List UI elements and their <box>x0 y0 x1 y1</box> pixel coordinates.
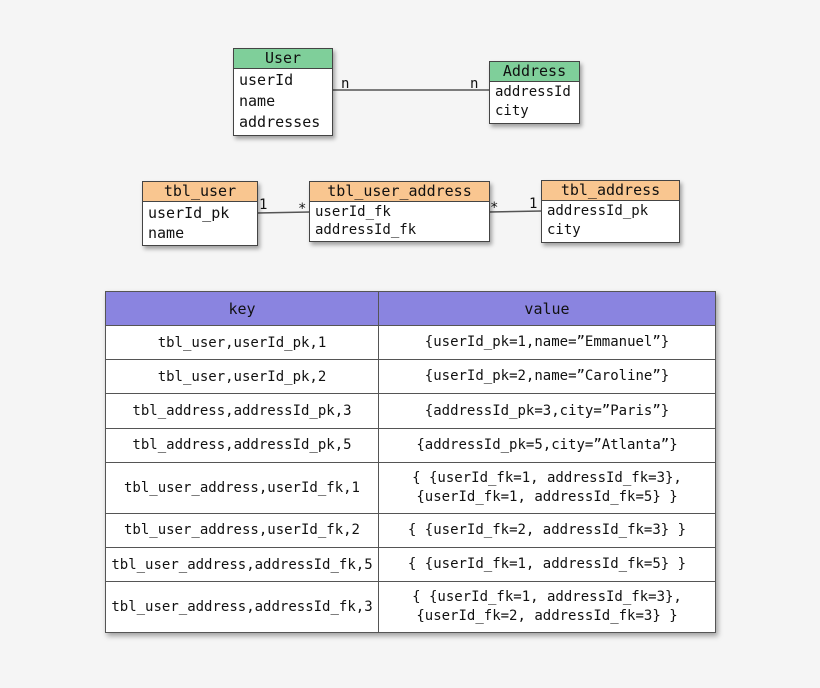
key-cell: tbl_user_address,userId_fk,2 <box>105 512 379 548</box>
value-line: { {userId_fk=1, addressId_fk=5} } <box>407 556 687 573</box>
table-row: tbl_user_address,userId_fk,1 { {userId_f… <box>105 461 716 514</box>
key-value-table: key value tbl_user,userId_pk,1 {userId_p… <box>105 291 716 633</box>
value-line: {addressId_pk=3,city=”Paris”} <box>424 402 670 419</box>
key-cell: tbl_user_address,userId_fk,1 <box>105 461 379 514</box>
join-to-address-line <box>488 210 543 213</box>
uml-right-multiplicity: n <box>470 76 479 92</box>
key-cell: tbl_user,userId_pk,2 <box>105 359 379 395</box>
value-line: {addressId_pk=5,city=”Atlanta”} <box>416 436 678 453</box>
rel-left-many: * <box>298 201 307 217</box>
key-cell: tbl_user,userId_pk,1 <box>105 324 379 361</box>
tbl-user-address-field: userId_fk <box>315 204 391 220</box>
value-line: { {userId_fk=1, addressId_fk=3}, <box>412 469 682 486</box>
value-line: {userId_pk=2,name=”Caroline”} <box>424 368 670 385</box>
uml-user-field: name <box>239 92 276 110</box>
value-cell: {addressId_pk=3,city=”Paris”} <box>378 393 716 429</box>
value-cell: {addressId_pk=5,city=”Atlanta”} <box>378 427 716 463</box>
key-column-header: key <box>105 291 379 326</box>
key-cell: tbl_user_address,addressId_fk,5 <box>105 546 379 583</box>
tbl-user-address-entity: tbl_user_address userId_fk addressId_fk <box>309 181 490 242</box>
value-line: {userId_fk=2, addressId_fk=3} } <box>416 608 678 625</box>
table-row: tbl_user,userId_pk,2 {userId_pk=2,name=”… <box>105 359 716 395</box>
uml-address-title: Address <box>490 62 579 82</box>
tbl-user-field: name <box>148 224 185 242</box>
rel-right-many: * <box>490 200 499 216</box>
tbl-address-field: addressId_pk <box>547 203 649 219</box>
tbl-user-field: userId_pk <box>148 204 230 222</box>
uml-user-field: addresses <box>239 113 321 131</box>
value-line: {userId_fk=1, addressId_fk=5} } <box>416 488 678 505</box>
value-cell: {userId_pk=2,name=”Caroline”} <box>378 359 716 395</box>
table-row: tbl_address,addressId_pk,5 {addressId_pk… <box>105 427 716 463</box>
rel-left-one: 1 <box>259 197 268 213</box>
value-line: { {userId_fk=1, addressId_fk=3}, <box>412 589 682 606</box>
table-row: tbl_user_address,addressId_fk,5 { {userI… <box>105 546 716 583</box>
tbl-address-title: tbl_address <box>542 181 679 201</box>
uml-address-field: city <box>495 103 529 119</box>
rel-right-one: 1 <box>529 196 538 212</box>
value-cell: { {userId_fk=1, addressId_fk=5} } <box>378 546 716 583</box>
table-row: tbl_address,addressId_pk,3 {addressId_pk… <box>105 393 716 429</box>
table-row: tbl_user_address,addressId_fk,3 { {userI… <box>105 581 716 633</box>
uml-address-field: addressId <box>495 84 571 100</box>
value-column-header: value <box>378 291 716 326</box>
key-cell: tbl_user_address,addressId_fk,3 <box>105 581 379 633</box>
value-cell: { {userId_fk=2, addressId_fk=3} } <box>378 512 716 548</box>
uml-left-multiplicity: n <box>341 76 350 92</box>
uml-address-entity: Address addressId city <box>489 61 580 124</box>
key-cell: tbl_address,addressId_pk,5 <box>105 427 379 463</box>
uml-user-field: userId <box>239 71 294 89</box>
key-cell: tbl_address,addressId_pk,3 <box>105 393 379 429</box>
table-row: tbl_user_address,userId_fk,2 { {userId_f… <box>105 512 716 548</box>
tbl-address-entity: tbl_address addressId_pk city <box>541 180 680 243</box>
value-cell: { {userId_fk=1, addressId_fk=3}, {userId… <box>378 581 716 633</box>
tbl-user-title: tbl_user <box>143 182 257 202</box>
tbl-user-entity: tbl_user userId_pk name <box>142 181 258 246</box>
tbl-user-address-title: tbl_user_address <box>310 182 489 202</box>
uml-user-entity: User userId name addresses <box>233 48 333 136</box>
table-header-row: key value <box>105 291 716 326</box>
tbl-user-address-field: addressId_fk <box>315 222 417 238</box>
value-cell: {userId_pk=1,name=”Emmanuel”} <box>378 324 716 361</box>
value-cell: { {userId_fk=1, addressId_fk=3}, {userId… <box>378 461 716 514</box>
value-line: {userId_pk=1,name=”Emmanuel”} <box>424 334 670 351</box>
value-line: { {userId_fk=2, addressId_fk=3} } <box>407 521 687 538</box>
tbl-address-field: city <box>547 222 581 238</box>
table-row: tbl_user,userId_pk,1 {userId_pk=1,name=”… <box>105 324 716 361</box>
user-to-join-line <box>256 211 311 214</box>
uml-user-title: User <box>234 49 332 69</box>
